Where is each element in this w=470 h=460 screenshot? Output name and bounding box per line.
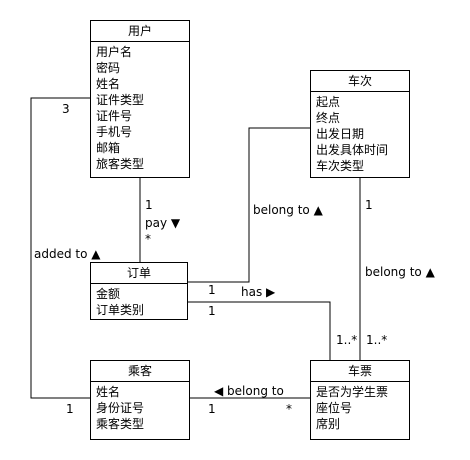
mult-order-has: 1 — [208, 304, 216, 318]
class-ticket: 车票 是否为学生票 座位号 席别 — [310, 360, 410, 440]
mult-order-pay: * — [145, 232, 151, 246]
label-pay: pay ▼ — [145, 216, 181, 230]
class-user-title: 用户 — [91, 21, 189, 42]
class-user-attr: 手机号 — [96, 125, 133, 139]
mult-order-belong: 1 — [208, 283, 216, 297]
class-train-attributes: 起点 终点 出发日期 出发具体时间 车次类型 — [311, 92, 409, 176]
mult-user-pay: 1 — [145, 198, 153, 212]
mult-ticket-train: 1..* — [366, 333, 388, 347]
class-order-attributes: 金额 订单类别 — [91, 284, 187, 320]
class-ticket-attr: 席别 — [316, 417, 341, 431]
class-user-attr: 邮箱 — [96, 141, 121, 155]
label-order-belong-to: belong to ▲ — [253, 203, 323, 217]
mult-passenger-belong: 1 — [208, 402, 216, 416]
class-train-title: 车次 — [311, 71, 409, 92]
class-order-attr: 金额 — [96, 287, 121, 301]
class-passenger-title: 乘客 — [91, 361, 189, 382]
class-train-attr: 起点 — [316, 95, 341, 109]
class-ticket-attr: 座位号 — [316, 401, 353, 415]
class-ticket-title: 车票 — [311, 361, 409, 382]
class-user-attr: 用户名 — [96, 45, 133, 59]
mult-passenger-added: 1 — [66, 402, 74, 416]
mult-ticket-belong: * — [286, 402, 292, 416]
class-order-attr: 订单类别 — [96, 303, 145, 317]
class-train: 车次 起点 终点 出发日期 出发具体时间 车次类型 — [310, 70, 410, 178]
mult-user-added: 3 — [62, 102, 70, 116]
class-train-attr: 车次类型 — [316, 159, 365, 173]
edge-order-train — [188, 127, 310, 283]
mult-ticket-has: 1..* — [336, 333, 358, 347]
edge-user-passenger — [30, 97, 90, 399]
class-user-attr: 密码 — [96, 61, 121, 75]
edge-order-ticket — [188, 301, 331, 360]
class-passenger-attr: 身份证号 — [96, 401, 145, 415]
class-user-attr: 姓名 — [96, 77, 121, 91]
class-train-attr: 出发具体时间 — [316, 143, 389, 157]
label-ticket-belong-to: belong to ▲ — [365, 265, 435, 279]
label-added-to: added to ▲ — [34, 247, 101, 261]
class-user-attributes: 用户名 密码 姓名 证件类型 证件号 手机号 邮箱 旅客类型 — [91, 42, 189, 174]
label-passenger-belong-to: ◀ belong to — [214, 384, 284, 398]
class-order: 订单 金额 订单类别 — [90, 262, 188, 320]
label-has: has ▶ — [241, 285, 276, 299]
class-passenger-attr: 姓名 — [96, 385, 121, 399]
class-order-title: 订单 — [91, 263, 187, 284]
class-passenger: 乘客 姓名 身份证号 乘客类型 — [90, 360, 190, 440]
class-train-attr: 出发日期 — [316, 127, 365, 141]
class-passenger-attr: 乘客类型 — [96, 417, 145, 431]
class-ticket-attr: 是否为学生票 — [316, 385, 389, 399]
class-user-attr: 证件号 — [96, 109, 133, 123]
class-user-attr: 证件类型 — [96, 93, 145, 107]
mult-train-belong: 1 — [365, 198, 373, 212]
class-ticket-attributes: 是否为学生票 座位号 席别 — [311, 382, 409, 434]
class-passenger-attributes: 姓名 身份证号 乘客类型 — [91, 382, 189, 434]
class-user: 用户 用户名 密码 姓名 证件类型 证件号 手机号 邮箱 旅客类型 — [90, 20, 190, 178]
class-user-attr: 旅客类型 — [96, 157, 145, 171]
class-train-attr: 终点 — [316, 111, 341, 125]
